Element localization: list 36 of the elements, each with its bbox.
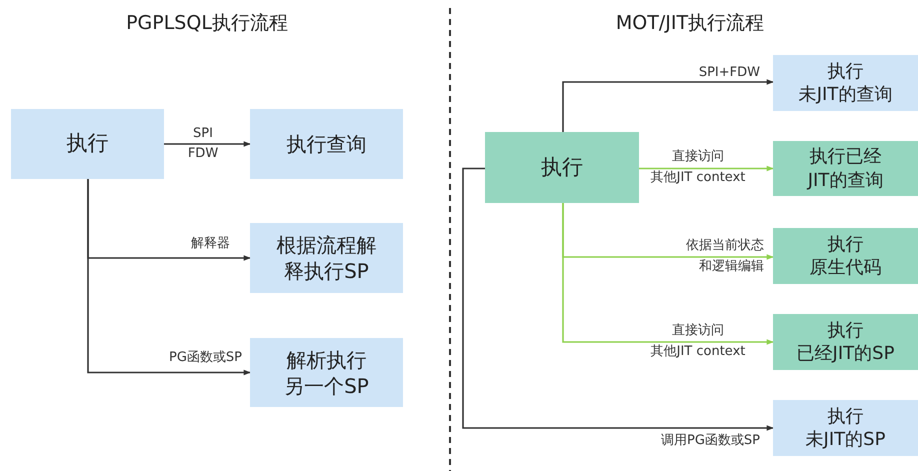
node-label: 执行 [66, 130, 110, 158]
process-box [773, 141, 918, 196]
section-title: PGPLSQL执行流程 [126, 11, 288, 36]
arrow [87, 179, 251, 376]
edge-label: 直接访问其他JIT context [650, 322, 746, 362]
process-box [773, 400, 918, 456]
edge-label: PG函数或SP [168, 350, 242, 366]
edge-label: 调用PG函数或SP [660, 433, 760, 449]
process-box [250, 109, 403, 179]
process-box [250, 223, 403, 293]
node-label: 执行未JIT的SP [804, 404, 886, 452]
process-box [250, 338, 403, 407]
arrow [562, 203, 774, 345]
process-box [485, 132, 639, 203]
arrow [639, 166, 774, 172]
process-box [11, 109, 164, 179]
section-title: MOT/JIT执行流程 [616, 11, 764, 36]
node-label: 执行未JIT的查询 [798, 60, 894, 106]
edge-label: 解释器 [190, 236, 230, 252]
process-box [773, 55, 918, 111]
process-box [773, 314, 918, 370]
edge-label: 直接访问其他JIT context [650, 148, 746, 188]
arrow [462, 168, 774, 431]
node-label: 执行原生代码 [808, 232, 882, 280]
edge-label: 依据当前状态和逻辑编辑 [685, 237, 764, 276]
node-label: 解析执行另一个SP [283, 346, 370, 398]
node-label: 执行 [540, 154, 584, 181]
node-label: 根据流程解释执行SP [276, 232, 378, 284]
edge-label: SPI FDW [186, 125, 220, 164]
node-label: 执行已经JIT的SP [796, 318, 896, 366]
node-label: 执行已经JIT的查询 [806, 145, 884, 192]
arrow [562, 79, 774, 132]
arrow [164, 141, 251, 147]
node-label: 执行查询 [286, 131, 368, 157]
process-box [773, 228, 918, 284]
edge-label: SPI+FDW [698, 65, 760, 81]
